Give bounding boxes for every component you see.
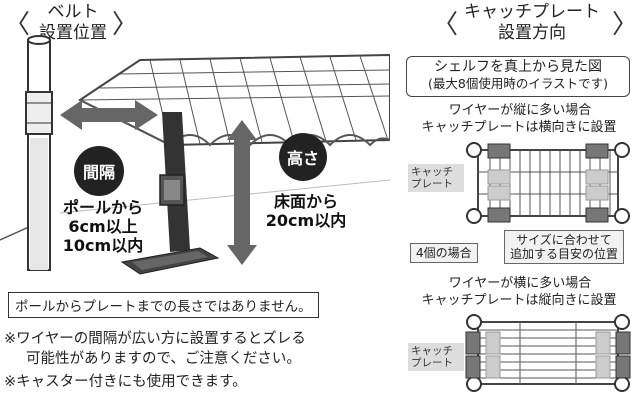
shelf-illustration — [0, 35, 390, 275]
info-line1: シェルフを真上から見た図 — [434, 59, 602, 75]
gap-text: ポールから 6cm以上 10cm以内 — [58, 198, 148, 255]
case2-line2: キャッチプレートは縦向きに設置 — [421, 293, 617, 308]
belt-title-line2: 設置位置 — [39, 23, 107, 43]
gap-text-line2: 6cm以上 — [68, 217, 138, 236]
gap-label: 間隔 — [82, 163, 115, 182]
case2-line1: ワイヤーが横に多い場合 — [448, 276, 592, 291]
size-note-line1: サイズに合わせて — [516, 233, 612, 247]
plate-title-line1: キャッチプレート — [464, 2, 600, 22]
note1-line1: ※ワイヤーの間隔が広い方に設置するとズレる — [4, 331, 306, 347]
bracket-right: 〉 — [112, 10, 139, 40]
bracket-right-right: 〉 — [612, 10, 636, 40]
gap-text-line3: 10cm以内 — [62, 236, 144, 255]
height-text-line2: 20cm以内 — [265, 211, 347, 230]
plate-title-line2: 設置方向 — [498, 23, 566, 43]
gap-label-badge: 間隔 — [74, 146, 124, 196]
shelf-diagram-1 — [466, 142, 630, 224]
plate-tag-1: キャッチプレート — [408, 164, 464, 192]
four-case-tag: 4個の場合 — [410, 243, 478, 263]
size-note-line2: 追加する目安の位置 — [510, 247, 619, 261]
height-label-badge: 高さ — [279, 133, 327, 181]
bracket-left-right: 〈 — [432, 10, 459, 40]
gap-text-line1: ポールから — [62, 198, 143, 217]
height-label: 高さ — [286, 149, 319, 168]
case1-line1: ワイヤーが縦に多い場合 — [448, 103, 592, 118]
bracket-left: 〈 — [4, 10, 31, 40]
note1-line2: 可能性がありますので、ご注意ください。 — [26, 351, 301, 367]
shelf-diagram-2 — [465, 314, 631, 392]
note2: ※キャスター付きにも使用できます。 — [4, 374, 247, 390]
case1-line2: キャッチプレートは横向きに設置 — [421, 120, 617, 135]
height-text: 床面から 20cm以内 — [258, 192, 354, 230]
plate-tag-2: キャッチプレート — [408, 343, 464, 371]
boxed-note: ポールからプレートまでの長さではありません。 — [8, 292, 319, 318]
height-text-line1: 床面から — [273, 192, 338, 211]
size-note: サイズに合わせて 追加する目安の位置 — [504, 230, 625, 264]
belt-title-line1: ベルト — [47, 2, 99, 22]
info-box: シェルフを真上から見た図 (最大8個使用時のイラストです) — [406, 56, 630, 97]
info-line2: (最大8個使用時のイラストです) — [428, 76, 608, 91]
